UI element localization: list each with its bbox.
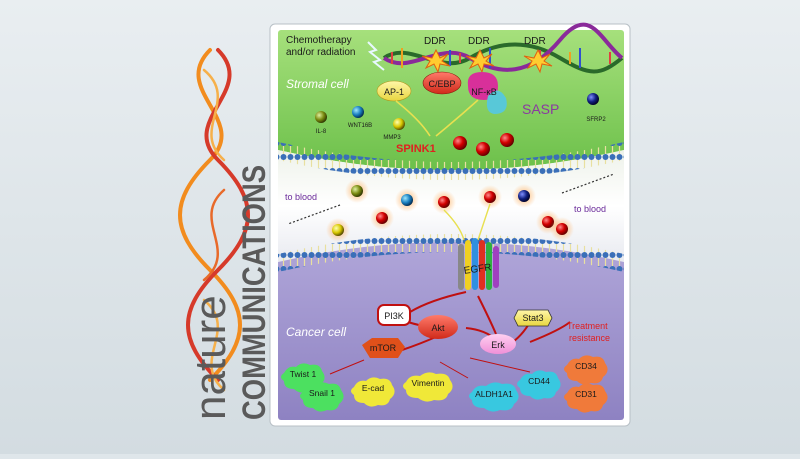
snail1-blob: [300, 382, 344, 412]
cebp-shape: [422, 71, 462, 95]
nfkb-shape-p50: [486, 90, 507, 114]
marker-arrows: [329, 357, 531, 379]
cd31-label: CD31: [575, 389, 597, 399]
vimentin-label: Vimentin: [412, 378, 445, 388]
akt-label: Akt: [431, 323, 445, 333]
spink1-label: SPINK1: [396, 143, 436, 155]
ap1-label: AP-1: [384, 87, 404, 97]
sfrp2-ball: [587, 93, 599, 105]
ddr-burst-icon: [421, 48, 553, 74]
mtor-node: [362, 338, 405, 358]
ddr-label-1: DDR: [424, 36, 446, 47]
pi3k-node: [377, 304, 411, 326]
to-blood-right: to blood: [574, 204, 606, 214]
ddr-label-3: DDR: [524, 36, 546, 47]
cebp-label: C/EBP: [428, 79, 455, 89]
il8-label: IL-8: [316, 129, 327, 135]
aldh1a1-blob: [469, 382, 519, 412]
egfr-receptor: [458, 238, 499, 290]
mtor-label: mTOR: [370, 343, 397, 353]
sfrp2-label: SFRP2: [586, 117, 606, 123]
pi3k-label: PI3K: [384, 311, 404, 321]
cancer-cell-label: Cancer cell: [286, 325, 346, 339]
ddr-label-2: DDR: [468, 36, 490, 47]
stat3-node: [513, 309, 553, 327]
journal-logo: nature COMMUNICATIONS: [178, 48, 272, 420]
to-blood-left-arrow: [287, 204, 341, 225]
nfkb-link: [435, 99, 479, 137]
cd44-blob: [517, 370, 561, 400]
wnt16b-ball: [352, 106, 364, 118]
cd44-label: CD44: [528, 376, 550, 386]
stromal-membrane: [278, 142, 624, 180]
wnt16b-label: WNT16B: [348, 123, 372, 129]
spink1-ball-2: [476, 142, 490, 156]
cancer-membrane: [278, 234, 624, 272]
figure-panel: Chemotherapy and/or radiation: [269, 22, 631, 427]
egfr-label: EGFR: [463, 262, 492, 277]
ap1-shape: [376, 80, 412, 102]
twist1-label: Twist 1: [290, 369, 317, 379]
twist1-blob: [281, 363, 325, 393]
treatment-resistance-line2: resistance: [569, 333, 610, 343]
stromal-cell-label: Stromal cell: [286, 77, 349, 91]
secreted-factors: [326, 179, 574, 242]
sasp-label: SASP: [522, 101, 559, 117]
mmp3-ball: [393, 118, 405, 130]
trigger-line1: Chemotherapy: [286, 35, 352, 46]
aldh1a1-label: ALDH1A1: [475, 389, 513, 399]
ap1-link: [395, 100, 431, 137]
stat3-label: Stat3: [522, 313, 543, 323]
to-blood-left: to blood: [285, 192, 317, 202]
to-blood-right-arrow: [561, 173, 615, 194]
markers: [281, 355, 608, 413]
akt-node: [418, 315, 458, 339]
snail1-label: Snail 1: [309, 388, 335, 398]
vimentin-blob: [403, 372, 453, 402]
cd31-blob: [564, 383, 608, 413]
erk-node: [480, 334, 516, 354]
spink1-ball-1: [453, 136, 467, 150]
mmp3-label: MMP3: [383, 135, 401, 141]
il8-ball: [315, 111, 327, 123]
logo-nature: nature: [186, 295, 235, 420]
cd34-label: CD34: [575, 361, 597, 371]
cd34-blob: [564, 355, 608, 385]
logo-communications: COMMUNICATIONS: [236, 165, 272, 420]
trigger-line2: and/or radiation: [286, 47, 356, 58]
dna-helix-logo: [178, 48, 250, 392]
erk-label: Erk: [491, 340, 505, 350]
ecad-label: E-cad: [362, 383, 384, 393]
ecad-blob: [351, 377, 395, 407]
nfkb-shape-p65: [467, 72, 498, 100]
dna-strand: [382, 22, 624, 74]
radiation-icon: [367, 41, 385, 71]
nfkb-label: NF-κB: [471, 87, 497, 97]
spink1-ball-3: [500, 133, 514, 147]
treatment-resistance-line1: Treatment: [567, 321, 608, 331]
